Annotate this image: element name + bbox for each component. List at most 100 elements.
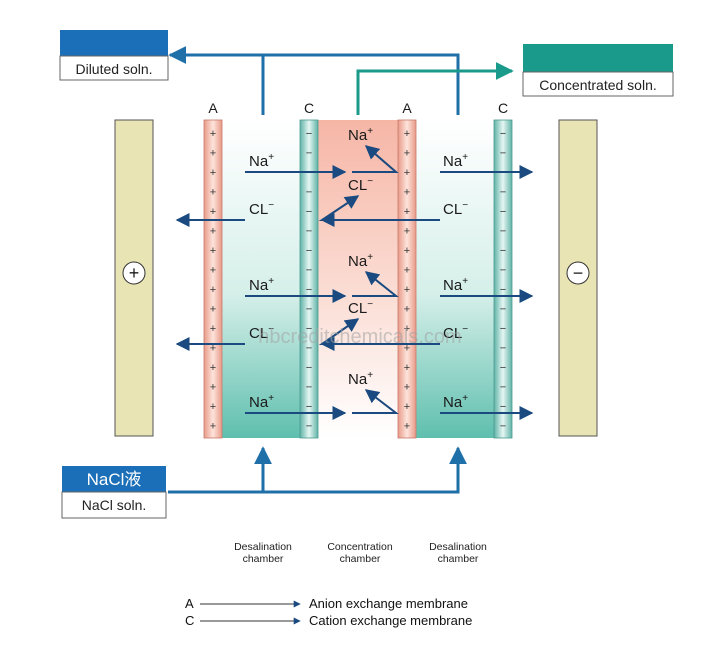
membrane-sign: + <box>210 362 216 374</box>
membrane-sign: − <box>500 187 506 199</box>
ion-labels: Na+ Na+ Na+ Na+ Na+ Na+ Na+ Na+ Na+ CL− CL− CL− CL− C… <box>249 126 468 411</box>
diluted-label: Diluted soln. <box>75 61 152 77</box>
membrane-sign: + <box>404 265 410 277</box>
membrane-sign: + <box>210 284 216 296</box>
ion-label: Na+ <box>249 393 274 411</box>
membrane-sign: + <box>210 382 216 394</box>
cation-membrane-2 <box>493 119 513 439</box>
membrane-sign: − <box>306 401 312 413</box>
membrane-sign: − <box>306 148 312 160</box>
chamber-label-2b: chamber <box>340 553 381 565</box>
membrane-sign: − <box>306 245 312 257</box>
cation-membrane-1 <box>299 119 319 439</box>
membrane-sign: + <box>210 421 216 433</box>
ion-label: Na+ <box>443 152 468 170</box>
membrane-sign: + <box>210 187 216 199</box>
ion-migration <box>175 145 534 420</box>
membrane-sign: + <box>210 343 216 355</box>
nacl-header-bg <box>62 466 166 492</box>
ion-label: CL− <box>443 200 468 218</box>
membrane-sign: + <box>404 421 410 433</box>
chamber-label-1a: Desalination <box>234 541 292 553</box>
ion-label: Na+ <box>348 126 373 144</box>
membrane-sign: − <box>500 284 506 296</box>
membrane-letter-c1: C <box>304 100 314 116</box>
membrane-sign: + <box>404 187 410 199</box>
ion-label: CL− <box>443 324 468 342</box>
membrane-sign: − <box>306 382 312 394</box>
chamber-label-1b: chamber <box>243 553 284 565</box>
membrane-sign: − <box>500 206 506 218</box>
nacl-input-box: NaCl液 NaCl soln. <box>61 466 167 519</box>
legend-letter-a: A <box>185 596 194 611</box>
membrane-sign: + <box>404 284 410 296</box>
membrane-sign: − <box>500 245 506 257</box>
membrane-sign: + <box>210 245 216 257</box>
legend: A Anion exchange membrane C Cation excha… <box>185 596 472 628</box>
diluted-flow <box>168 46 460 115</box>
na-blocked-arrow <box>352 271 399 297</box>
membrane-sign: + <box>404 245 410 257</box>
membrane-sign: + <box>210 265 216 277</box>
na-blocked-arrow <box>352 389 399 414</box>
membrane-sign: + <box>404 167 410 179</box>
membrane-sign: + <box>404 323 410 335</box>
cl-blocked-arrow <box>318 318 366 345</box>
membrane-sign: − <box>500 343 506 355</box>
membrane-sign: − <box>306 265 312 277</box>
membrane-sign: − <box>500 226 506 238</box>
ion-label: CL− <box>249 200 274 218</box>
membrane-sign: − <box>306 128 312 140</box>
diluted-soln-box: Diluted soln. <box>59 30 169 81</box>
membrane-sign: − <box>500 382 506 394</box>
membrane-letter-c2: C <box>498 100 508 116</box>
membrane-letter-a1: A <box>208 100 218 116</box>
concentrated-flow <box>356 62 514 115</box>
membrane-sign: − <box>500 401 506 413</box>
ion-label: CL− <box>348 176 373 194</box>
membrane-sign: + <box>404 401 410 413</box>
membrane-sign: − <box>306 187 312 199</box>
ion-label: Na+ <box>249 276 274 294</box>
membrane-sign: − <box>500 265 506 277</box>
chamber-label-2a: Concentration <box>327 541 393 553</box>
membrane-sign: + <box>404 206 410 218</box>
nacl-header: NaCl液 <box>87 470 142 489</box>
plus-icon <box>122 261 146 285</box>
membrane-sign: − <box>306 323 312 335</box>
membrane-sign: − <box>500 421 506 433</box>
anion-membrane-2 <box>397 119 417 439</box>
na-blocked-arrow <box>352 145 399 173</box>
membrane-sign: + <box>404 148 410 160</box>
membrane-sign: + <box>210 128 216 140</box>
ion-label: Na+ <box>249 152 274 170</box>
ion-label: Na+ <box>348 370 373 388</box>
cl-blocked-arrow <box>318 195 366 221</box>
legend-text-c: Cation exchange membrane <box>309 613 472 628</box>
ion-label: Na+ <box>443 276 468 294</box>
ion-label: CL− <box>348 299 373 317</box>
chamber-label-3a: Desalination <box>429 541 487 553</box>
membrane-sign: − <box>500 148 506 160</box>
membrane-letter-a2: A <box>402 100 412 116</box>
legend-text-a: Anion exchange membrane <box>309 596 468 611</box>
anode-symbol: + <box>129 263 140 283</box>
membrane-sign: − <box>500 128 506 140</box>
chamber-labels: Desalination chamber Concentration chamb… <box>234 541 487 565</box>
membrane-sign: + <box>210 304 216 316</box>
input-flow <box>168 446 467 494</box>
chamber-label-3b: chamber <box>438 553 479 565</box>
membrane-sign: − <box>500 362 506 374</box>
concentrated-header <box>523 44 673 72</box>
membrane-sign: − <box>306 304 312 316</box>
membrane-sign: + <box>404 343 410 355</box>
diluted-header <box>60 30 168 56</box>
concentration-chamber <box>318 120 398 438</box>
ion-label: Na+ <box>443 393 468 411</box>
concentrated-label: Concentrated soln. <box>539 77 657 93</box>
membrane-sign: + <box>404 128 410 140</box>
ion-label: Na+ <box>348 252 373 270</box>
membrane-sign: − <box>306 206 312 218</box>
watermark: hbcreditchemicals.com <box>258 326 461 348</box>
